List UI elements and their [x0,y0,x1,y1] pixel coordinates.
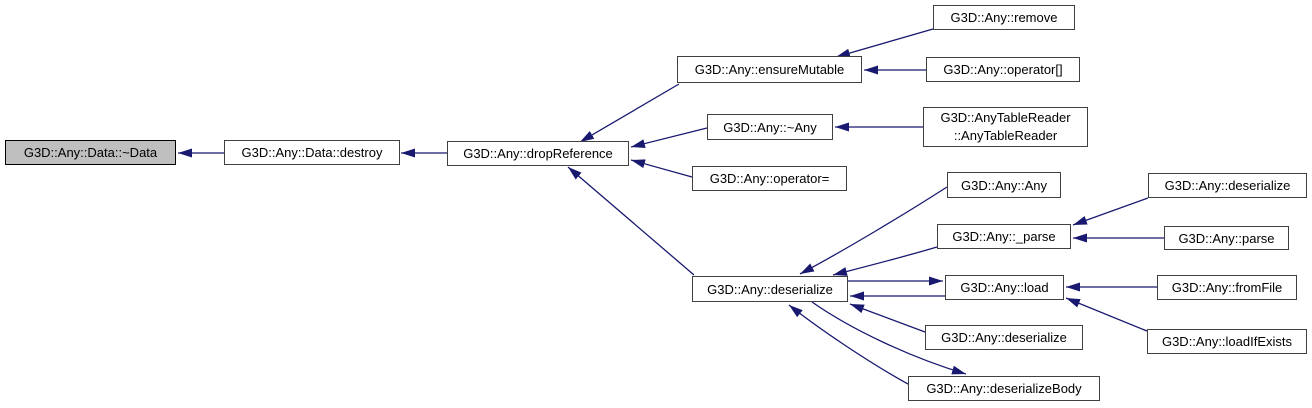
node-dropreference[interactable]: G3D::Any::dropReference [447,141,629,166]
node-remove[interactable]: G3D::Any::remove [933,5,1075,30]
node-label: G3D::Any::parse [1178,230,1275,246]
node-label: G3D::Any::operator[] [943,62,1063,77]
node-label: G3D::Any::Data::~Data [23,145,158,160]
node-anytablereader-ctor[interactable]: G3D::AnyTableReader ::AnyTableReader [923,107,1088,147]
edge-loadifexists-to-load [1065,297,1148,332]
edge-deserialize-to-deserializebody [811,301,967,375]
edge-deserializebody-to-deserialize [788,304,909,385]
node-label: ::AnyTableReader [953,128,1058,143]
node-label: G3D::Any::deserialize [1164,178,1291,193]
node-deserialize-row[interactable]: G3D::Any::deserialize [925,325,1083,350]
node-label: G3D::Any::loadIfExists [1161,334,1293,349]
node-label: G3D::Any::fromFile [1171,280,1283,295]
node-label: G3D::Any::remove [950,10,1058,25]
node-parse-underscore[interactable]: G3D::Any::_parse [937,224,1071,249]
node-any-ctor[interactable]: G3D::Any::Any [947,172,1061,198]
edge-remove-to-ensuremutable [835,28,934,58]
edge-parse-underscore-to-deserialize [832,246,938,276]
edge-deserialize-to-dropreference [567,166,695,276]
node-parse[interactable]: G3D::Any::parse [1164,226,1289,250]
node-label: G3D::Any::_parse [952,229,1056,244]
node-label: G3D::Any::load [960,280,1049,295]
node-label: G3D::Any::operator= [709,171,830,186]
edge-any-ctor-to-deserialize [799,186,948,275]
node-label: G3D::Any::Data::destroy [241,145,383,160]
node-label: G3D::Any::Any [961,177,1047,193]
node-data-dtor: G3D::Any::Data::~Data [5,140,176,165]
node-operator-assign[interactable]: G3D::Any::operator= [692,166,847,191]
node-any-dtor[interactable]: G3D::Any::~Any [707,114,833,140]
node-label: G3D::Any::ensureMutable [694,62,845,77]
edge-deserialize-right-to-parse-underscore [1072,197,1149,226]
node-label: G3D::Any::~Any [723,119,817,135]
node-ensuremutable[interactable]: G3D::Any::ensureMutable [677,56,862,83]
node-deserialize-main[interactable]: G3D::Any::deserialize [692,276,848,302]
edge-deserialize-row-to-deserialize [849,303,926,333]
node-destroy[interactable]: G3D::Any::Data::destroy [224,140,400,165]
node-label: G3D::Any::deserializeBody [926,381,1082,396]
node-operator-index[interactable]: G3D::Any::operator[] [926,57,1080,82]
node-deserializebody[interactable]: G3D::Any::deserializeBody [908,376,1100,401]
edge-operator-assign-to-dropreference [630,159,693,178]
node-label: G3D::AnyTableReader [940,110,1071,125]
node-fromfile[interactable]: G3D::Any::fromFile [1157,275,1297,300]
node-label: G3D::Any::dropReference [463,146,613,161]
node-loadifexists[interactable]: G3D::Any::loadIfExists [1147,329,1307,354]
edge-ensuremutable-to-dropreference [579,83,680,143]
node-load[interactable]: G3D::Any::load [945,275,1064,300]
node-label: G3D::Any::deserialize [707,281,833,297]
node-label: G3D::Any::deserialize [941,330,1067,345]
node-deserialize-right[interactable]: G3D::Any::deserialize [1148,173,1307,198]
edge-any-dtor-to-dropreference [630,127,708,148]
